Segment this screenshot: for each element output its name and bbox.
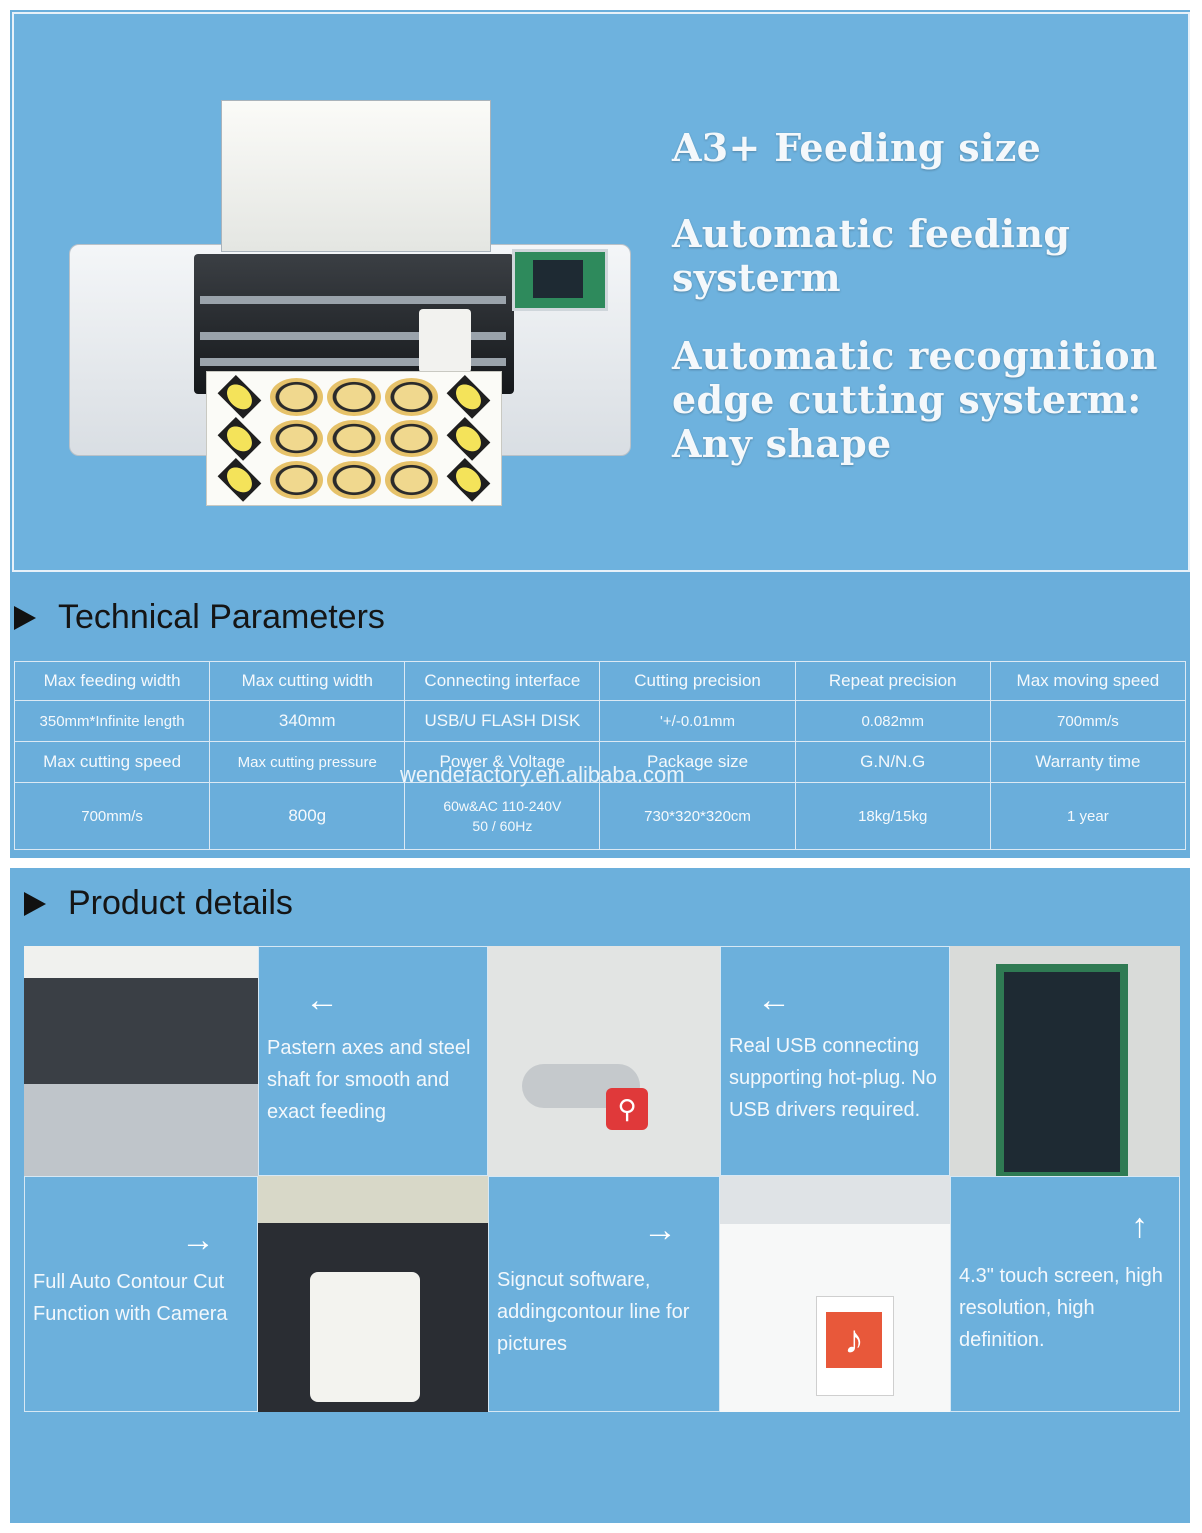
table-cell: 60w&AC 110-240V 50 / 60Hz <box>404 782 601 850</box>
hero-banner: A3+ Feeding size Automatic feeding syste… <box>12 12 1190 572</box>
arrow-right-icon: → <box>181 1221 215 1259</box>
table-row: Max feeding width Max cutting width Conn… <box>13 661 1187 701</box>
table-cell: '+/-0.01mm <box>599 700 796 742</box>
feature-feeding-size: A3+ Feeding size <box>672 125 1042 170</box>
table-cell: 340mm <box>209 700 406 742</box>
arrow-right-icon: → <box>643 1211 677 1249</box>
hero-panel: A3+ Feeding size Automatic feeding syste… <box>10 10 1190 858</box>
software-screenshot: ♪ <box>720 1176 950 1412</box>
search-icon[interactable]: ⚲ <box>606 1088 648 1130</box>
feature-auto-feeding: Automatic feeding systerm <box>672 211 1071 300</box>
table-cell: 18kg/15kg <box>794 782 991 850</box>
table-cell: 730*320*320cm <box>599 782 796 850</box>
table-row: 350mm*Infinite length 340mm USB/U FLASH … <box>13 700 1187 742</box>
table-row: Max cutting speed Max cutting pressure P… <box>13 741 1187 783</box>
table-cell: Warranty time <box>989 741 1187 783</box>
table-cell: Max moving speed <box>989 661 1187 701</box>
feature-card-usb: ← Real USB connecting supporting hot-plu… <box>720 946 950 1176</box>
table-cell: Cutting precision <box>599 661 796 701</box>
feature-card-contour: → Full Auto Contour Cut Function with Ca… <box>24 1176 258 1412</box>
details-panel: Product details ← Pastern axes and steel… <box>10 868 1190 1523</box>
technical-heading: Technical Parameters <box>14 598 385 637</box>
table-cell: G.N/N.G <box>794 741 991 783</box>
play-triangle-icon <box>14 605 36 630</box>
table-cell: Max cutting speed <box>13 741 211 783</box>
arrow-left-icon: ← <box>305 981 339 1019</box>
table-cell: Max feeding width <box>13 661 211 701</box>
table-cell: 1 year <box>989 782 1187 850</box>
table-cell: 0.082mm <box>794 700 991 742</box>
table-cell: 350mm*Infinite length <box>13 700 211 742</box>
table-cell: Max cutting width <box>209 661 406 701</box>
touch-screen-photo <box>950 946 1180 1176</box>
table-cell: 700mm/s <box>13 782 211 850</box>
feeding-rollers-photo <box>24 946 258 1176</box>
camera-head-photo <box>258 1176 488 1412</box>
feature-card-feeding: ← Pastern axes and steel shaft for smoot… <box>258 946 488 1176</box>
cutting-machine-image <box>14 14 654 554</box>
technical-parameters-table: Max feeding width Max cutting width Conn… <box>13 661 1187 850</box>
feature-card-software: → Signcut software, addingcontour line f… <box>488 1176 720 1412</box>
table-cell: 800g <box>209 782 406 850</box>
table-cell: Repeat precision <box>794 661 991 701</box>
watermark-text: wendefactory.en.alibaba.com <box>400 762 685 787</box>
arrow-up-icon: ↑ <box>1131 1207 1148 1245</box>
music-note-icon: ♪ <box>826 1312 882 1368</box>
play-triangle-icon <box>24 891 46 916</box>
table-cell: Max cutting pressure <box>209 741 406 783</box>
table-cell: Package size <box>599 741 796 783</box>
table-cell: 700mm/s <box>989 700 1187 742</box>
table-row: 700mm/s 800g 60w&AC 110-240V 50 / 60Hz 7… <box>13 782 1187 850</box>
table-cell: Connecting interface <box>404 661 601 701</box>
feature-card-touchscreen: ↑ 4.3" touch screen, high resolution, hi… <box>950 1176 1180 1412</box>
usb-port-photo: ⚲ <box>488 946 720 1176</box>
feature-edge-cutting: Automatic recognition edge cutting syste… <box>672 333 1158 466</box>
table-cell: USB/U FLASH DISK <box>404 700 601 742</box>
arrow-left-icon: ← <box>757 981 791 1019</box>
details-heading: Product details <box>24 884 293 923</box>
